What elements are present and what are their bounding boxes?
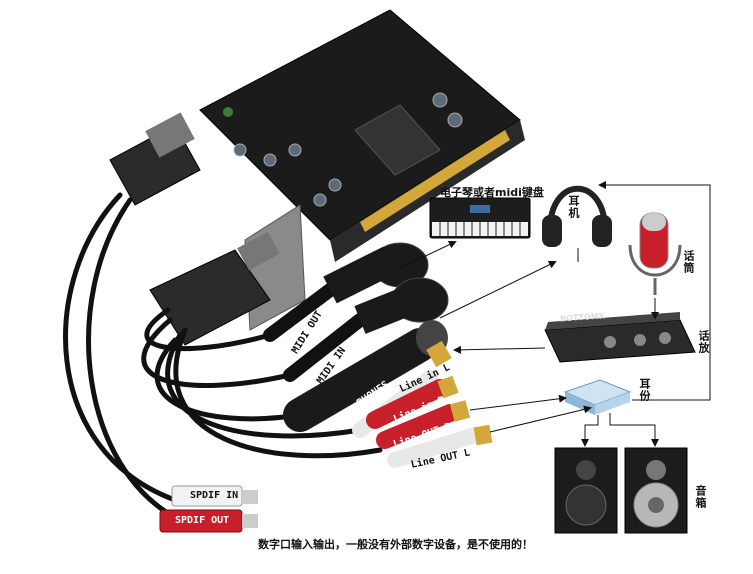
midi-in-connector — [283, 277, 449, 382]
rca-line-out-r — [376, 400, 471, 449]
midi-keyboard — [429, 197, 531, 239]
sound-card — [199, 9, 525, 331]
keyboard-label: 电子琴或者midi键盘 — [440, 186, 544, 199]
splitter-label: 耳份 — [638, 378, 651, 402]
capacitor — [447, 112, 463, 128]
cable-bundle — [63, 192, 383, 523]
digital-io-caption: 数字口输入输出，一般没有外部数字设备，是不使用的！ — [258, 538, 533, 551]
spdif-in-label: SPDIF IN — [190, 490, 239, 501]
speakers-label: 音箱 — [694, 485, 707, 509]
speaker-left — [554, 447, 618, 534]
rca-line-out-l — [387, 424, 493, 468]
rca-line-in-r — [366, 375, 459, 429]
dsp-chip — [354, 104, 441, 176]
dsub-connector-bottom — [149, 231, 280, 346]
headphones — [542, 185, 612, 247]
headphone-splitter — [563, 379, 632, 415]
pci-gold-edge — [360, 130, 510, 232]
microphone-label: 话筒 — [682, 250, 695, 274]
capacitor — [432, 92, 448, 108]
dsub-connector-top — [109, 112, 201, 206]
capacitor — [263, 153, 277, 167]
led — [223, 107, 233, 117]
capacitor — [328, 178, 342, 192]
headphones-label: 耳机 — [567, 195, 580, 219]
capacitor — [313, 193, 327, 207]
rca-spdif-in — [171, 485, 258, 507]
rca-spdif-out — [159, 509, 258, 533]
spdif-out-label: SPDIF OUT — [175, 515, 230, 526]
speaker-right — [624, 447, 688, 534]
connection-arrows — [399, 181, 711, 447]
capacitor — [288, 143, 302, 157]
microphone — [628, 212, 682, 295]
preamp-label: 话放 — [697, 330, 710, 354]
preamp-unit — [544, 312, 696, 363]
midi-out-connector — [263, 242, 429, 342]
capacitor — [233, 143, 247, 157]
